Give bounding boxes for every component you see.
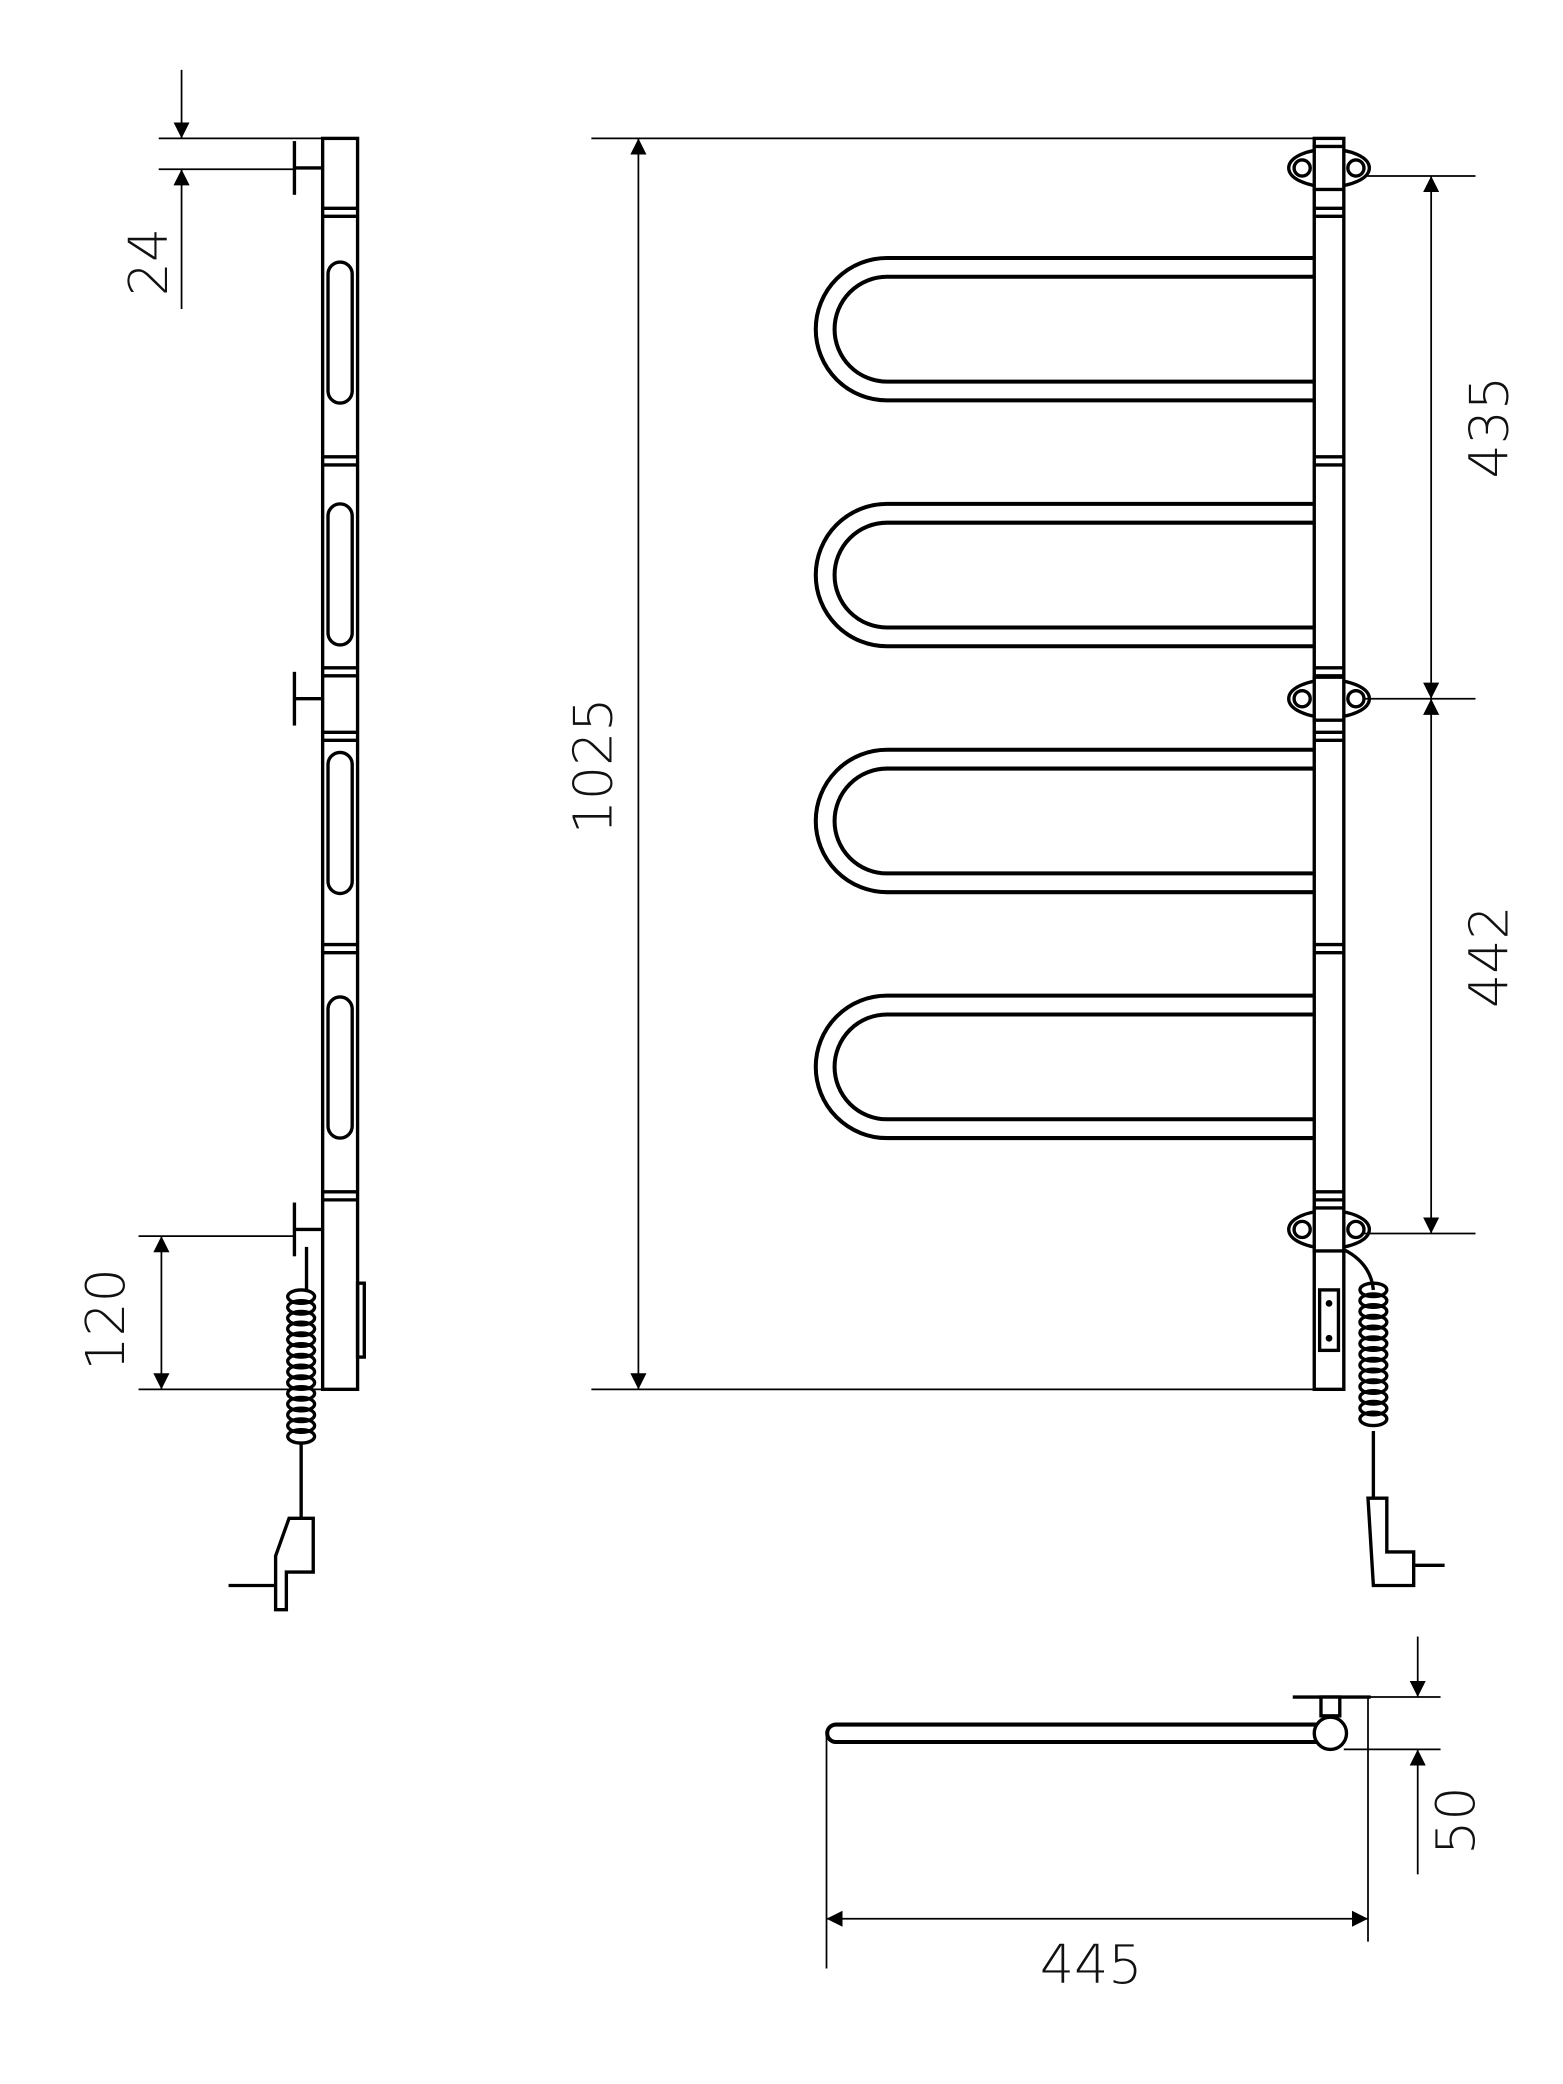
coiled-cable [286,1384,317,1402]
dim-50-label: 50 [1424,1786,1487,1854]
coiled-cable [286,1320,317,1338]
front-control-box [1317,1288,1341,1353]
towel-loop [813,993,1329,1141]
towel-loop [817,259,1325,399]
wall-bracket [1312,1206,1346,1253]
side-loop-slot [326,995,354,1140]
dim-1025-label: 1025 [562,698,625,835]
side-control-box [355,1281,366,1359]
screw-hole [1292,158,1312,178]
coiled-cable [1358,1367,1389,1385]
coiled-cable [1358,1410,1389,1428]
coiled-cable [1358,1292,1389,1310]
coiled-cable [286,1395,317,1413]
side-dimension-24: 24 [117,69,323,310]
coiled-cable [1358,1378,1389,1396]
side-view: 24 120 [74,69,366,1612]
front-dimension-1025: 1025 [562,137,1315,1391]
towel-loop [813,501,1329,649]
coiled-cable [1358,1346,1389,1363]
coiled-cable [286,1309,317,1327]
top-view: 50 445 [825,1636,1487,1996]
coiled-cable [1358,1324,1389,1342]
dim-445-label: 445 [1040,1933,1143,1996]
front-dimension-442: 442 [1363,698,1521,1235]
pivot-knob [1312,1715,1349,1752]
screw-hole [1346,158,1366,178]
wall-bracket [1312,144,1346,192]
dim-24-label: 24 [117,228,180,296]
coiled-cable [286,1363,317,1381]
dim-435-label: 435 [1458,376,1521,479]
screw-hole [1346,1219,1366,1240]
coiled-cable [286,1406,317,1424]
towel-loop [817,997,1325,1137]
coiled-cable [286,1417,317,1435]
side-loop-slot [326,260,354,405]
towel-loop [817,751,1325,891]
top-dimension-445: 445 [825,1697,1369,1996]
front-cable [1343,1248,1445,1588]
front-view: 1025 435 442 [562,136,1521,1588]
front-dimension-435: 435 [1363,175,1521,700]
towel-loop [813,747,1329,895]
coiled-cable [286,1341,317,1359]
coiled-cable [286,1352,317,1370]
coiled-cable [286,1331,317,1349]
coiled-cable [286,1298,317,1316]
side-dimension-120: 120 [74,1235,323,1391]
coiled-cable [1358,1356,1389,1374]
side-loop-slot [326,502,354,647]
screw-hole [1292,688,1312,709]
coiled-cable [286,1288,317,1306]
coiled-cable [1358,1303,1389,1320]
coiled-cable [1358,1281,1389,1299]
front-pole [1312,136,1346,1392]
towel-loop [813,255,1329,403]
coiled-cable [1358,1399,1389,1417]
coiled-cable [286,1374,317,1392]
side-loop-slot [326,750,354,896]
side-cable [228,1246,317,1612]
coiled-cable [1358,1313,1389,1331]
dim-120-label: 120 [74,1268,137,1371]
coiled-cable [1358,1335,1389,1353]
side-pole [320,136,360,1392]
dim-442-label: 442 [1458,905,1521,1008]
coiled-cable [1358,1388,1389,1406]
screw-hole [1292,1219,1312,1240]
towel-loop [817,505,1325,645]
coiled-cable [286,1427,317,1445]
top-dimension-50: 50 [1343,1636,1487,1875]
wall-bracket [1312,675,1346,722]
